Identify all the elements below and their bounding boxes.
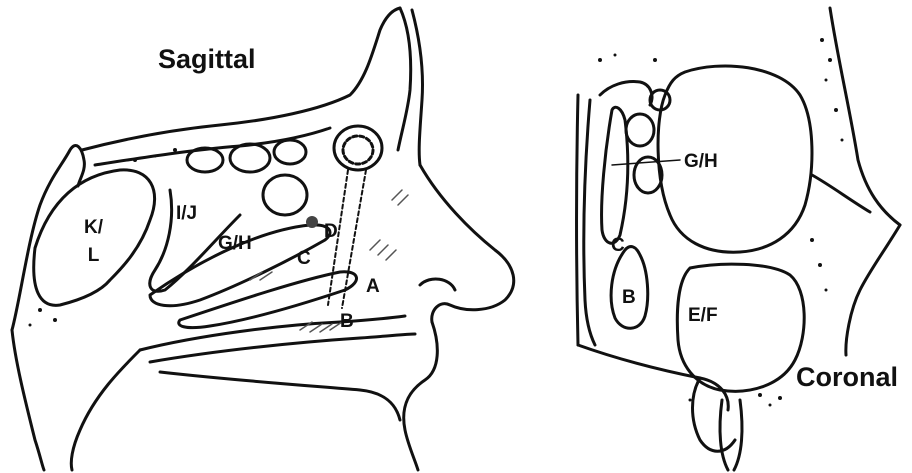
- orbit: [658, 66, 812, 252]
- label-ij: I/J: [176, 204, 197, 223]
- nostril: [420, 279, 455, 290]
- frontal-bone: [398, 8, 411, 150]
- ethmoid-cell-2: [230, 144, 270, 172]
- coronal-left-border: [577, 95, 579, 345]
- inferior-turbinate: [179, 272, 357, 328]
- coronal-tooth: [720, 400, 742, 470]
- ostium-marker: [306, 216, 318, 228]
- label-kl: K/ L: [84, 214, 103, 270]
- ethmoid-cell-4: [263, 175, 307, 215]
- cranial-base-inner: [95, 128, 330, 165]
- label-d: D: [324, 222, 338, 241]
- coronal-ethmoid-1: [626, 114, 654, 146]
- pharynx-wall: [12, 330, 44, 470]
- ethmoid-cell-3: [274, 140, 306, 164]
- label-c-sagittal: C: [297, 249, 311, 268]
- frontal-sinus-ring-inner: [343, 136, 373, 164]
- nasal-septum: [584, 100, 595, 345]
- maxillary-sinus: [677, 264, 804, 391]
- label-ef: E/F: [688, 306, 718, 325]
- coronal-floor: [578, 345, 728, 410]
- upper-lip: [404, 322, 438, 470]
- sagittal-title: Sagittal: [158, 46, 256, 73]
- cranial-base: [82, 8, 400, 150]
- label-b-coronal: B: [622, 288, 636, 307]
- nose-contour: [420, 165, 514, 322]
- oral-cavity: [160, 372, 400, 420]
- soft-palate: [71, 350, 140, 470]
- label-b-sagittal: B: [340, 312, 354, 331]
- ethmoid-cell-1: [187, 148, 223, 172]
- label-a: A: [366, 277, 380, 296]
- label-gh-coronal: G/H: [684, 152, 718, 171]
- gh-leader-line: [612, 160, 680, 165]
- label-c-coronal: C: [611, 236, 625, 255]
- nasal-lateral-wall: [600, 82, 652, 105]
- frontal-bone-inner: [412, 10, 423, 165]
- coronal-cheek: [846, 225, 900, 355]
- label-gh-sagittal: G/H: [218, 234, 252, 253]
- coronal-middle-turbinate: [602, 107, 628, 243]
- coronal-diagram: [29, 8, 901, 470]
- coronal-outer-right-2: [812, 175, 870, 212]
- coronal-title: Coronal: [796, 364, 898, 391]
